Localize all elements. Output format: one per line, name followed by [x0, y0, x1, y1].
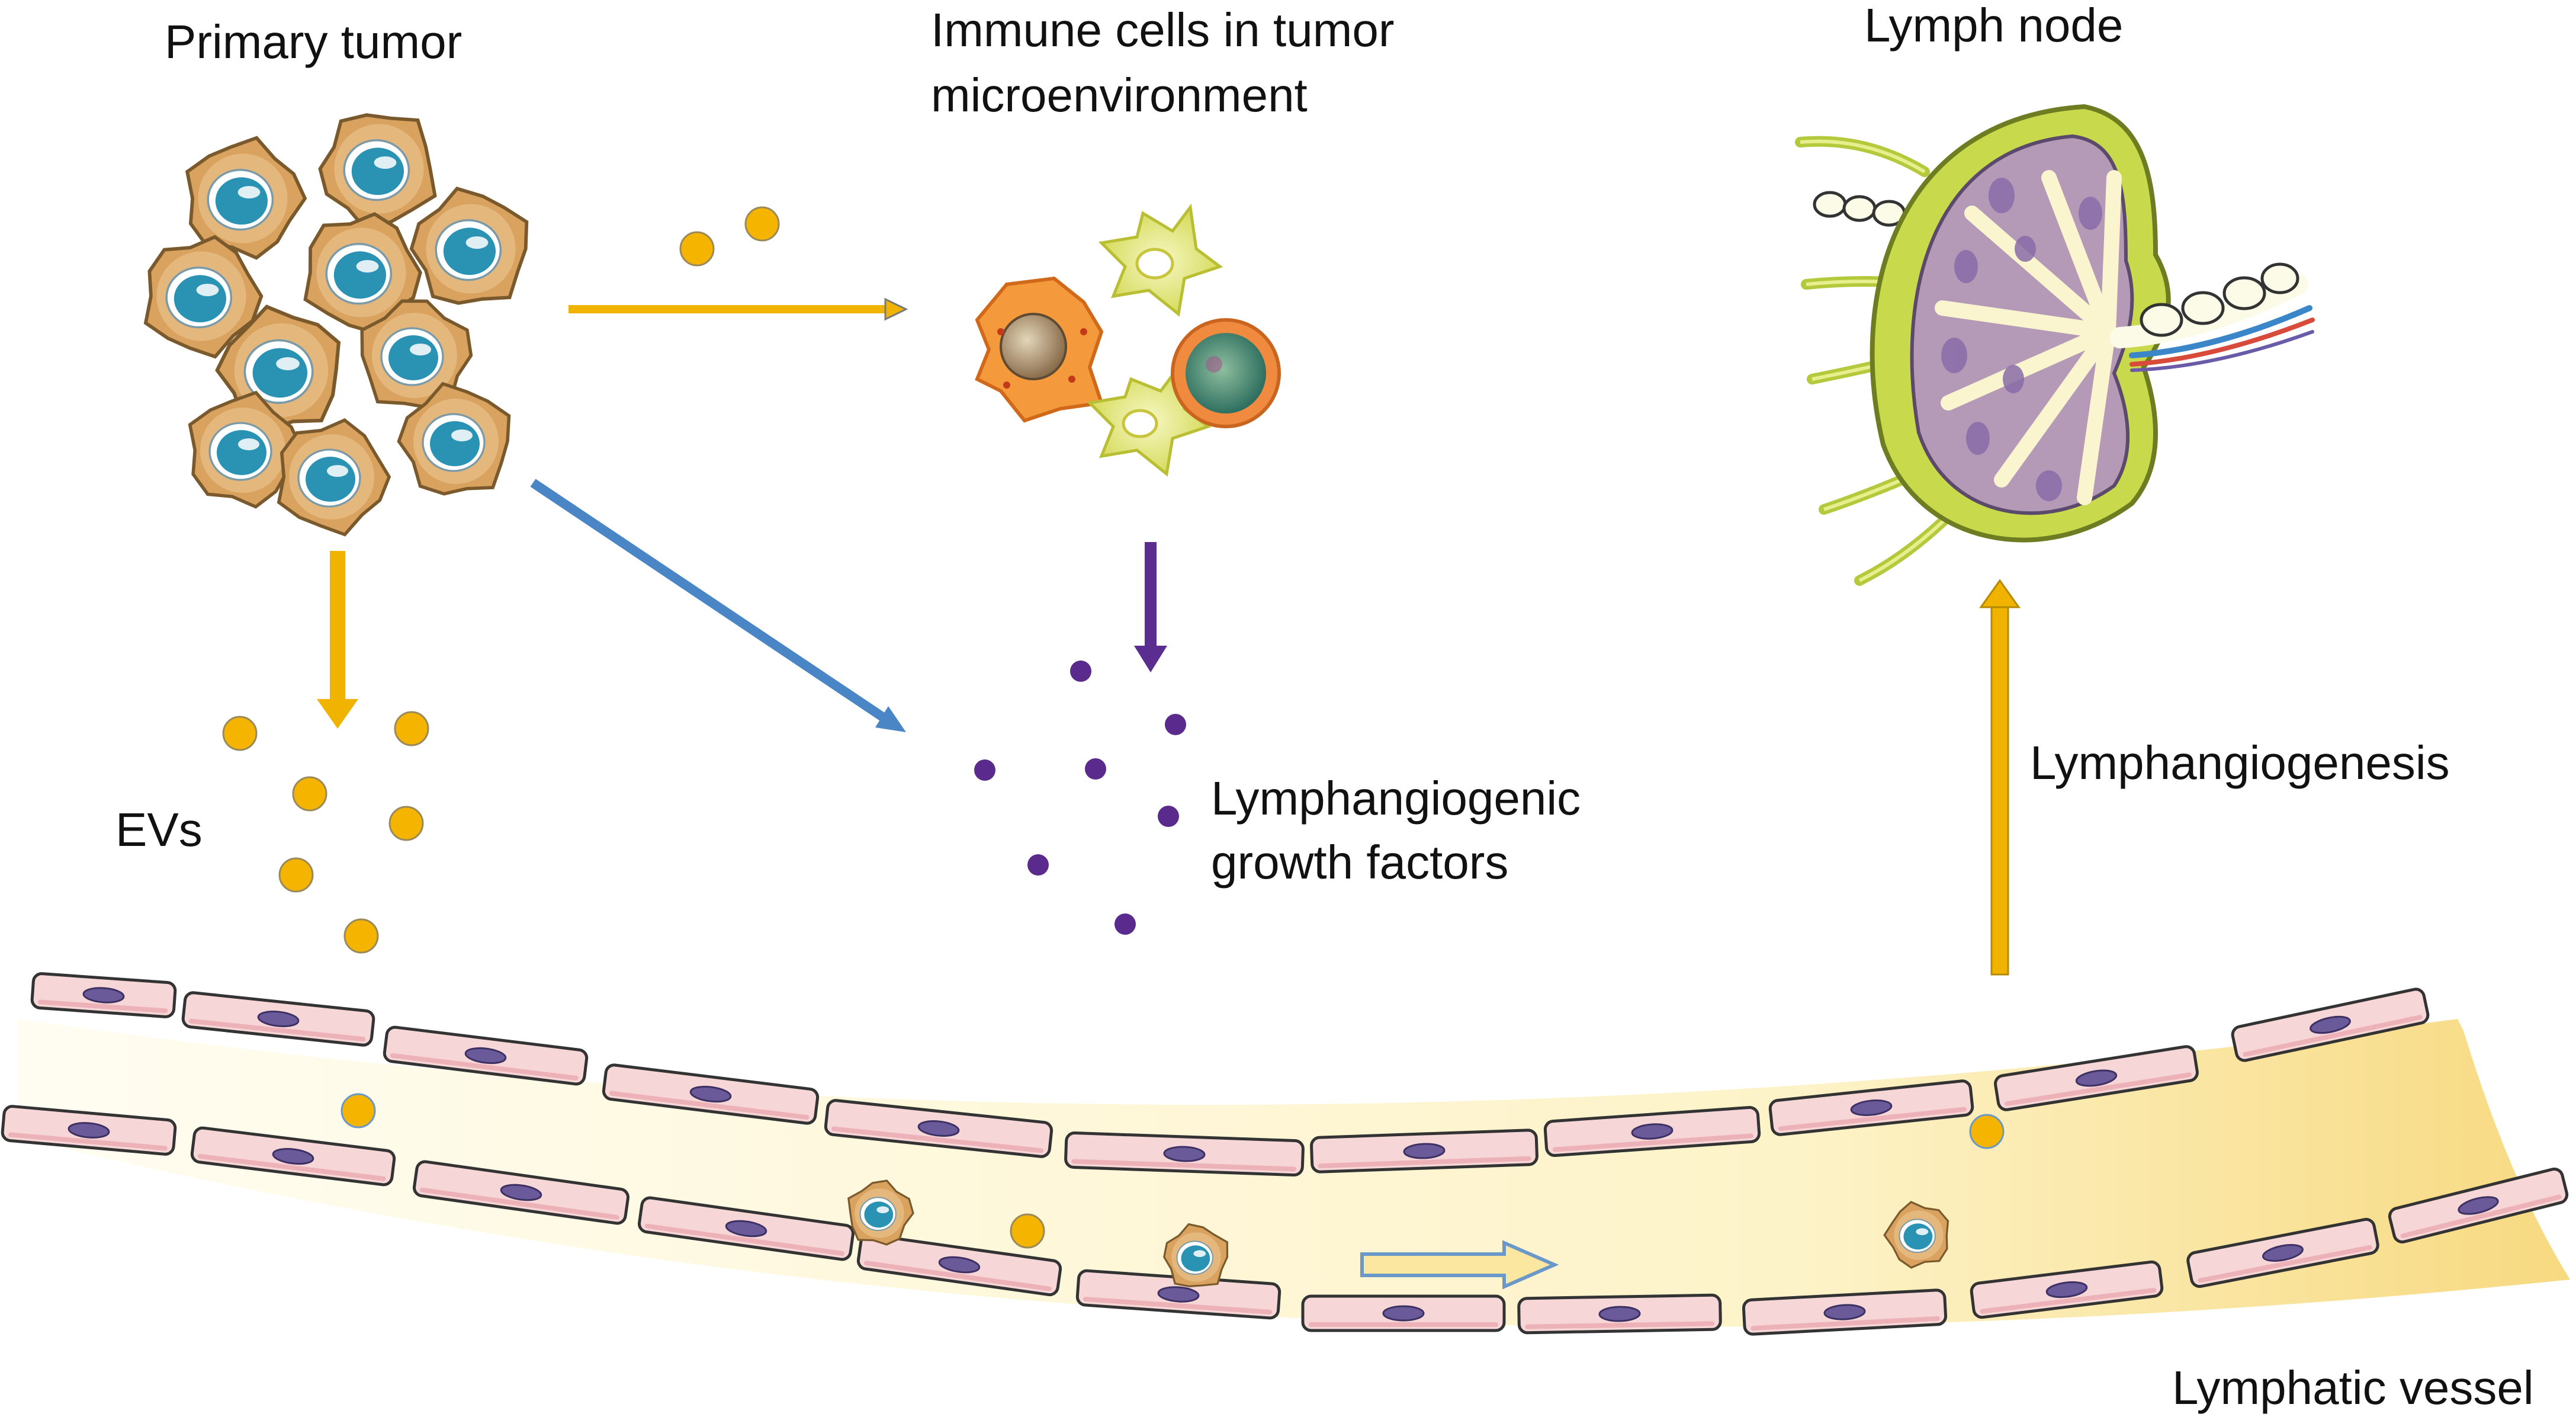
- ev-dot: [341, 1093, 376, 1129]
- tumor-cell: [397, 382, 511, 496]
- macrophage-icon: [975, 276, 1104, 423]
- arrow-tumor-to-immune: [568, 297, 908, 321]
- tumor-cell: [303, 212, 422, 335]
- growth-factor-dots: [974, 661, 1186, 935]
- lymphatic-vessel: [1, 972, 2570, 1336]
- endothelial-cell: [2231, 988, 2430, 1062]
- endothelial-cell: [602, 1063, 820, 1125]
- tumor-cell: [1163, 1223, 1229, 1288]
- endothelial-cell: [2388, 1168, 2569, 1243]
- label-immune-cells-line2: microenvironment: [931, 69, 1308, 121]
- endothelial-cell: [1994, 1045, 2199, 1111]
- immune-cells-group: [975, 203, 1281, 477]
- evs-dots: [222, 206, 2005, 1249]
- lower-endothelial-wall: [1, 1105, 2569, 1336]
- endothelial-cell: [1301, 1294, 1506, 1332]
- label-primary-tumor: Primary tumor: [165, 15, 462, 68]
- tumor-cell: [409, 187, 529, 305]
- label-immune-cells-line1: Immune cells in tumor: [931, 4, 1394, 56]
- growth-factor-dot: [1165, 714, 1186, 735]
- ev-dot: [1010, 1213, 1045, 1249]
- endothelial-cell: [638, 1196, 855, 1261]
- dendritic-cell-icon: [1098, 203, 1223, 317]
- growth-factor-dot: [1114, 913, 1136, 935]
- tumor-cell: [360, 299, 473, 409]
- endothelial-cell: [1768, 1079, 1974, 1136]
- ev-dot: [343, 918, 379, 954]
- ev-dot: [394, 711, 429, 746]
- endothelial-cell: [1, 1105, 177, 1156]
- endothelial-cell: [856, 1233, 1062, 1297]
- endothelial-cell: [2186, 1217, 2379, 1288]
- label-lymph-node: Lymph node: [1864, 0, 2123, 52]
- endothelial-cell: [30, 972, 177, 1018]
- tumor-cell: [185, 136, 307, 260]
- ev-dot: [744, 206, 780, 242]
- upper-endothelial-wall: [30, 972, 2430, 1176]
- ev-dot: [222, 716, 258, 751]
- tumor-cell: [277, 418, 391, 537]
- ev-dot: [278, 857, 314, 893]
- tumor-cell: [318, 113, 437, 231]
- endothelial-cell: [1064, 1131, 1305, 1176]
- endothelial-cell: [1742, 1288, 1948, 1336]
- circulating-tumor-cells: [847, 1179, 1949, 1288]
- tumor-cell: [143, 235, 264, 359]
- lymphocyte-icon: [1171, 318, 1281, 428]
- growth-factor-dot: [1085, 758, 1106, 780]
- tumor-cell: [188, 390, 304, 509]
- label-evs: EVs: [115, 803, 203, 856]
- lymph-node-icon: [1795, 104, 2315, 586]
- growth-factor-dot: [974, 759, 995, 781]
- arrow-vessel-flow: [1360, 1240, 1559, 1290]
- endothelial-cell: [1970, 1260, 2164, 1319]
- growth-factor-dot: [1158, 806, 1179, 827]
- endothelial-cell: [383, 1025, 589, 1086]
- endothelial-cell: [1517, 1293, 1722, 1335]
- arrow-immune-to-growth-factors: [1134, 542, 1167, 672]
- arrow-tumor-to-growth-factors: [530, 479, 906, 732]
- endothelial-cell: [1310, 1129, 1538, 1174]
- endothelial-cell: [1543, 1105, 1761, 1158]
- tumor-cell: [847, 1179, 914, 1246]
- label-lymphangiogenesis: Lymphangiogenesis: [2030, 736, 2450, 789]
- label-lymphatic-vessel: Lymphatic vessel: [2172, 1361, 2534, 1414]
- tumor-cell: [1883, 1201, 1949, 1269]
- arrow-lymphangiogenesis: [1979, 579, 2021, 976]
- ev-dot: [388, 806, 424, 841]
- growth-factor-dot: [1070, 661, 1091, 682]
- primary-tumor-cluster: [143, 113, 529, 537]
- growth-factor-dot: [1027, 854, 1049, 876]
- endothelial-cell: [824, 1099, 1053, 1158]
- endothelial-cell: [181, 991, 375, 1047]
- ev-dot: [1969, 1114, 2005, 1149]
- ev-dot: [292, 776, 327, 812]
- endothelial-cell: [413, 1160, 629, 1225]
- label-growth-factors-line2: growth factors: [1211, 836, 1508, 889]
- endothelial-cell: [190, 1126, 396, 1187]
- arrow-tumor-to-evs: [317, 551, 358, 729]
- label-growth-factors-line1: Lymphangiogenic: [1211, 772, 1581, 825]
- ev-dot: [679, 231, 715, 267]
